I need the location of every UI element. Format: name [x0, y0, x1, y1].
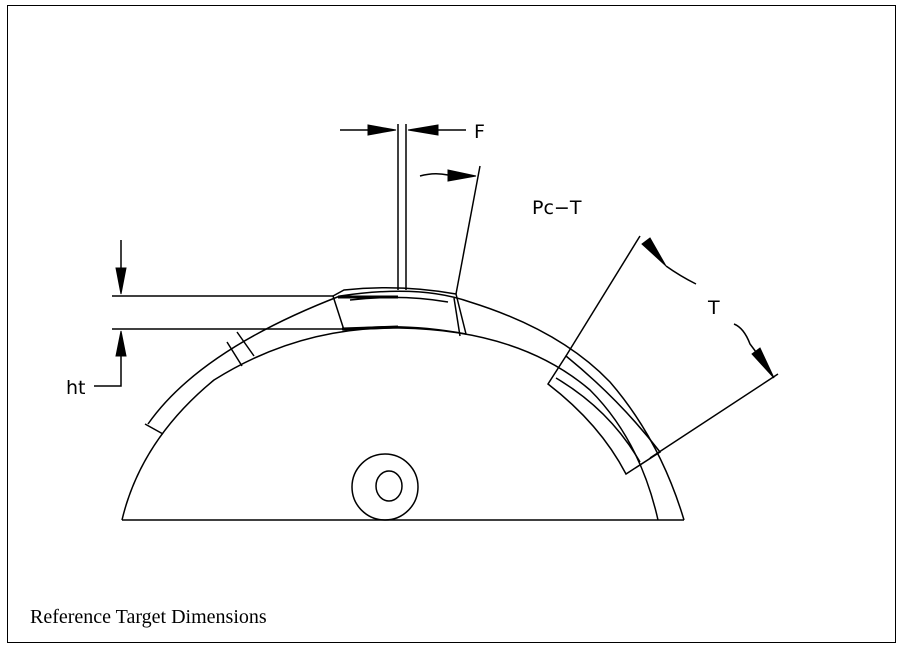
- tooth-inner-detail: [349, 296, 461, 337]
- f-arrow-left: [407, 124, 439, 136]
- t-extension-top: [565, 235, 641, 357]
- t-extension-bottom: [649, 373, 779, 459]
- inner-arc: [121, 327, 659, 521]
- label-t: T: [707, 297, 720, 319]
- drawing-frame: [7, 5, 896, 643]
- t-arrow-bottom: [751, 347, 775, 379]
- ht-leader-bottom: [94, 356, 122, 387]
- tooth-mark-lower: [341, 325, 399, 331]
- ht-arrow-down: [115, 267, 127, 295]
- hub-inner: [375, 470, 403, 502]
- pct-leader: [419, 172, 449, 177]
- right-segment-inner: [555, 377, 641, 463]
- f-arrow-right: [367, 124, 397, 136]
- label-ht: ht: [66, 377, 86, 399]
- left-segment: [144, 331, 255, 435]
- t-arrow-top: [641, 237, 667, 267]
- hub-outer: [351, 453, 419, 521]
- pct-arrow: [447, 169, 477, 182]
- pct-extension: [455, 165, 481, 295]
- label-f: F: [474, 121, 485, 143]
- figure-caption: Reference Target Dimensions: [30, 606, 267, 628]
- label-pc-t: Pc−T: [532, 197, 582, 219]
- ht-arrow-up: [115, 330, 127, 357]
- outer-arc: [147, 290, 685, 521]
- t-leader-top: [665, 265, 697, 285]
- t-leader-bottom: [733, 323, 757, 353]
